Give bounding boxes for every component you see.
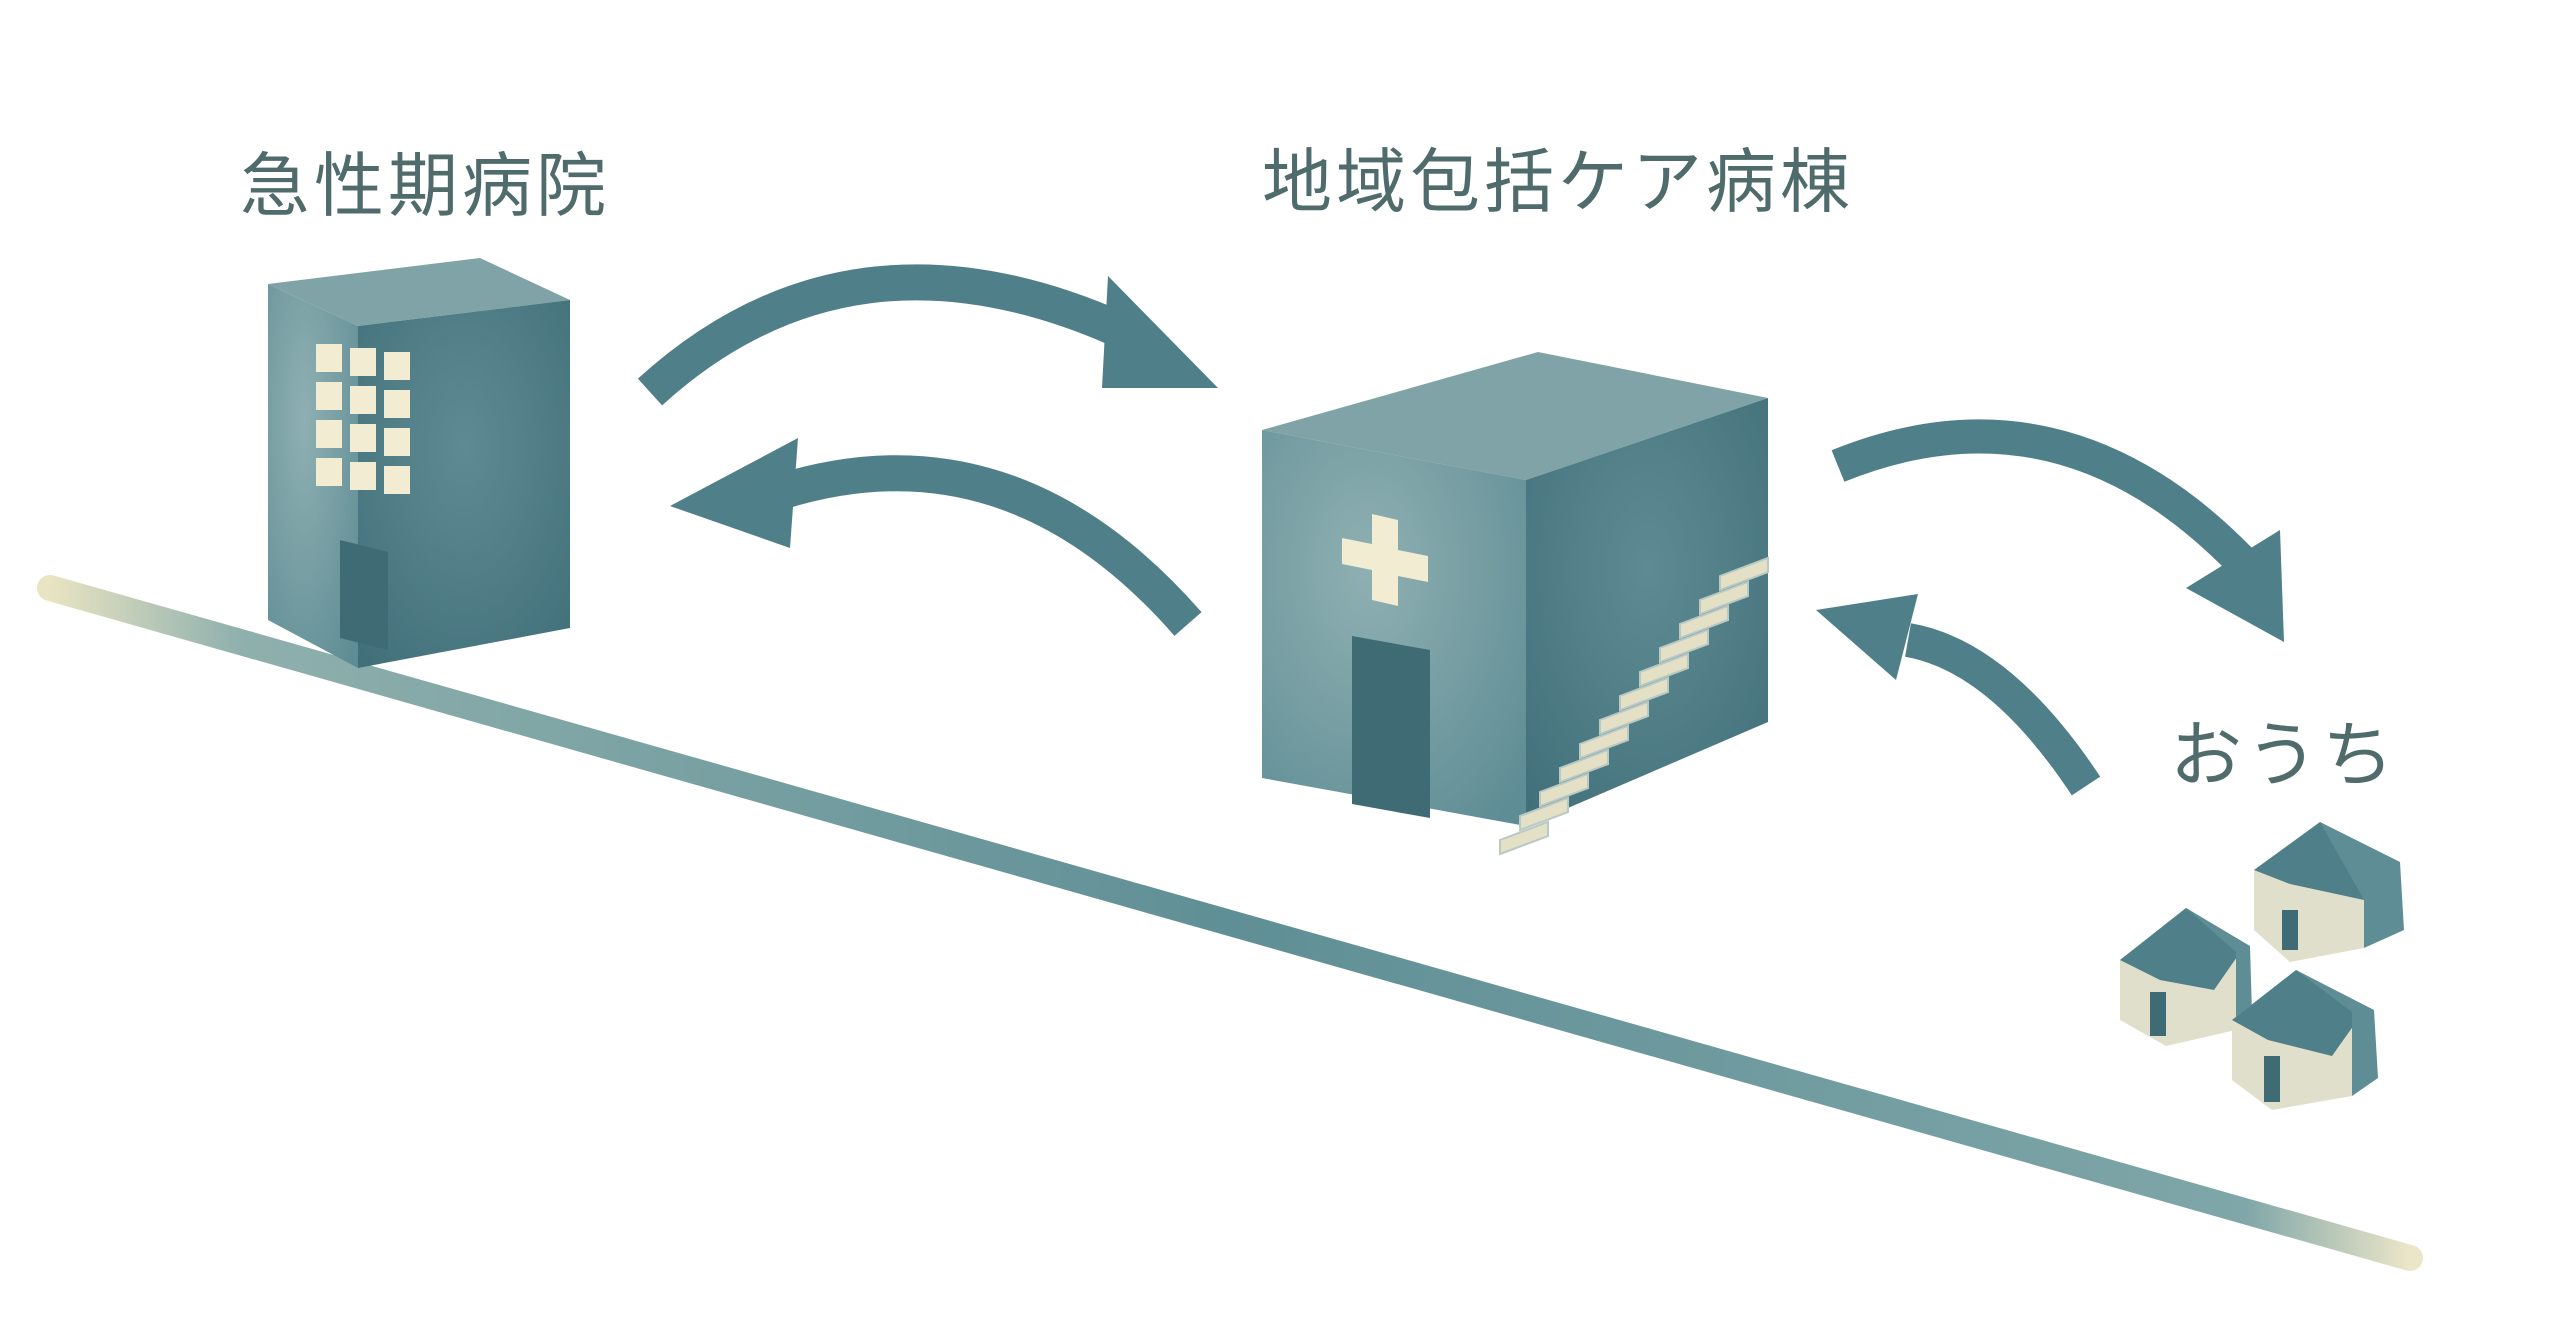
house-front [2232,970,2378,1110]
home-label: おうち [2170,713,2399,797]
house-left [2120,908,2252,1046]
community-care-ward-label: 地域包括ケア病棟 [1262,141,1854,223]
medical-cross-icon [1342,514,1428,606]
stairs [1499,556,1769,856]
door [1352,636,1430,818]
home-icon [2120,822,2404,1110]
house-back [2254,822,2404,962]
ground-line [37,575,2423,1271]
acute-hospital-icon [268,258,570,668]
arrow-community-to-home [1831,419,2284,642]
community-care-ward-icon [1262,352,1769,856]
window-grid [316,344,410,494]
arrow-community-to-acute [670,438,1202,636]
arrow-acute-to-community [637,264,1218,406]
arrow-home-to-community [1816,594,2101,796]
door [340,540,388,650]
acute-hospital-label: 急性期病院 [240,145,610,227]
